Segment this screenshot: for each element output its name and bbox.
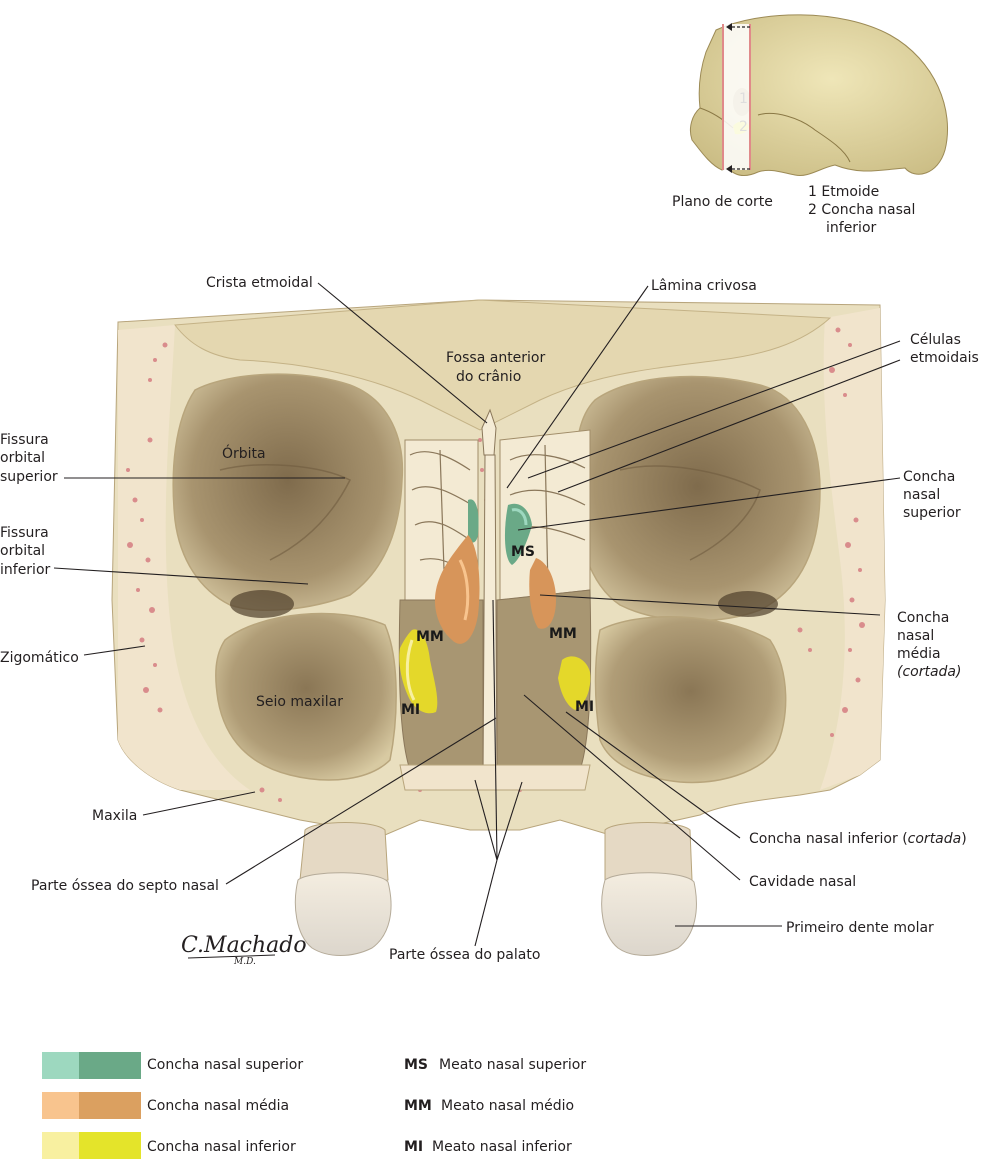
label-fossa-anterior-line1: Fossa anterior	[446, 350, 546, 366]
right-orbit	[574, 375, 821, 622]
label-mi-left: MI	[401, 702, 420, 718]
legend-abbr-mm: MM	[404, 1098, 432, 1114]
label-crista-etmoidal: Crista etmoidal	[206, 275, 313, 291]
label-fissura-sup-line3: superior	[0, 469, 58, 485]
label-mm-right: MM	[549, 626, 577, 642]
legend-label-media: Concha nasal média	[147, 1098, 289, 1114]
label-zigomatico: Zigomático	[0, 650, 79, 666]
label-fissura-inf-line2: orbital	[0, 543, 45, 559]
label-septo-nasal: Parte óssea do septo nasal	[31, 878, 219, 894]
label-concha-media-line2: nasal	[897, 628, 934, 644]
label-celulas-line1: Células	[910, 332, 961, 348]
legend-abbr-mi: MI	[404, 1139, 423, 1155]
signature-suffix: M.D.	[233, 957, 256, 967]
interior-labels: Fossa anterior do crânio Órbita Seio max…	[222, 350, 594, 718]
legend-swatch-media	[42, 1092, 141, 1119]
label-maxila: Maxila	[92, 808, 137, 824]
label-fissura-inf-line3: inferior	[0, 562, 51, 578]
left-orbit	[172, 373, 404, 611]
swatch-dark	[79, 1052, 141, 1079]
legend-swatch-superior	[42, 1052, 141, 1079]
label-concha-media-line4: (cortada)	[897, 664, 961, 680]
inferior-concha-right	[558, 656, 591, 710]
label-mi-right: MI	[575, 699, 594, 715]
arrow-left-icon	[726, 165, 732, 173]
legend-text-mi: Meato nasal inferior	[432, 1139, 572, 1155]
legend-text-ms: Meato nasal superior	[439, 1057, 586, 1073]
label-concha-media-line3: média	[897, 646, 941, 662]
left-maxillary-sinus	[215, 612, 397, 781]
leader-lines	[53, 282, 901, 947]
label-concha-sup-line3: superior	[903, 505, 961, 521]
inset-key-concha: 2 Concha nasal	[808, 202, 915, 218]
label-concha-media-line1: Concha	[897, 610, 949, 626]
inset-key-etmoide: 1 Etmoide	[808, 184, 879, 200]
label-fossa-anterior-line2: do crânio	[456, 369, 521, 385]
label-orbita: Órbita	[222, 444, 266, 462]
swatch-light	[42, 1092, 79, 1119]
inset-skull-diagram: 1 2 Plano de corte 1 Etmoide 2 Concha na…	[672, 14, 949, 236]
label-fissura-sup-line1: Fissura	[0, 432, 49, 448]
middle-concha-left	[434, 535, 480, 644]
signature-name: C.Machado	[181, 933, 307, 958]
label-primeiro-molar: Primeiro dente molar	[786, 920, 934, 936]
legend-label-inferior: Concha nasal inferior	[147, 1139, 296, 1155]
inset-key-inferior: inferior	[826, 220, 877, 236]
hard-palate	[399, 764, 591, 791]
legend-text-mm: Meato nasal médio	[441, 1098, 574, 1114]
label-fissura-inf-line1: Fissura	[0, 525, 49, 541]
label-ms-meatus: MS	[511, 544, 535, 560]
swatch-light	[42, 1052, 79, 1079]
cutting-plane-band	[723, 24, 750, 170]
artist-signature: C.Machado M.D.	[181, 933, 307, 967]
swatch-dark	[79, 1132, 141, 1159]
right-maxillary-sinus	[594, 615, 787, 784]
superior-concha-left	[468, 499, 479, 543]
label-concha-inferior: Concha nasal inferior (cortada)	[749, 831, 967, 847]
middle-concha-right	[529, 558, 556, 629]
plane-label: Plano de corte	[672, 194, 773, 210]
coronal-section	[111, 299, 886, 956]
label-cavidade-nasal: Cavidade nasal	[749, 874, 856, 890]
legend-swatch-inferior	[42, 1132, 141, 1159]
skull-lateral-icon	[689, 14, 949, 177]
label-mm-left: MM	[416, 629, 444, 645]
left-first-molar	[294, 822, 392, 956]
swatch-light	[42, 1132, 79, 1159]
right-first-molar	[601, 822, 697, 956]
label-lamina-crivosa: Lâmina crivosa	[651, 278, 757, 294]
label-fissura-sup-line2: orbital	[0, 450, 45, 466]
label-celulas-line2: etmoidais	[910, 350, 979, 366]
label-concha-sup-line1: Concha	[903, 469, 955, 485]
label-concha-sup-line2: nasal	[903, 487, 940, 503]
external-labels: Crista etmoidal Lâmina crivosa Células e…	[0, 275, 979, 963]
legend-abbr-ms: MS	[404, 1057, 428, 1073]
right-lateral-wall	[820, 308, 885, 790]
label-palato: Parte óssea do palato	[389, 947, 540, 963]
label-seio-maxilar: Seio maxilar	[256, 694, 343, 710]
swatch-dark	[79, 1092, 141, 1119]
legend-label-superior: Concha nasal superior	[147, 1057, 303, 1073]
inferior-orbital-fissure-shape	[230, 590, 294, 618]
arrow-left-icon	[726, 23, 732, 31]
legend: Concha nasal superior Concha nasal média…	[42, 1052, 586, 1159]
